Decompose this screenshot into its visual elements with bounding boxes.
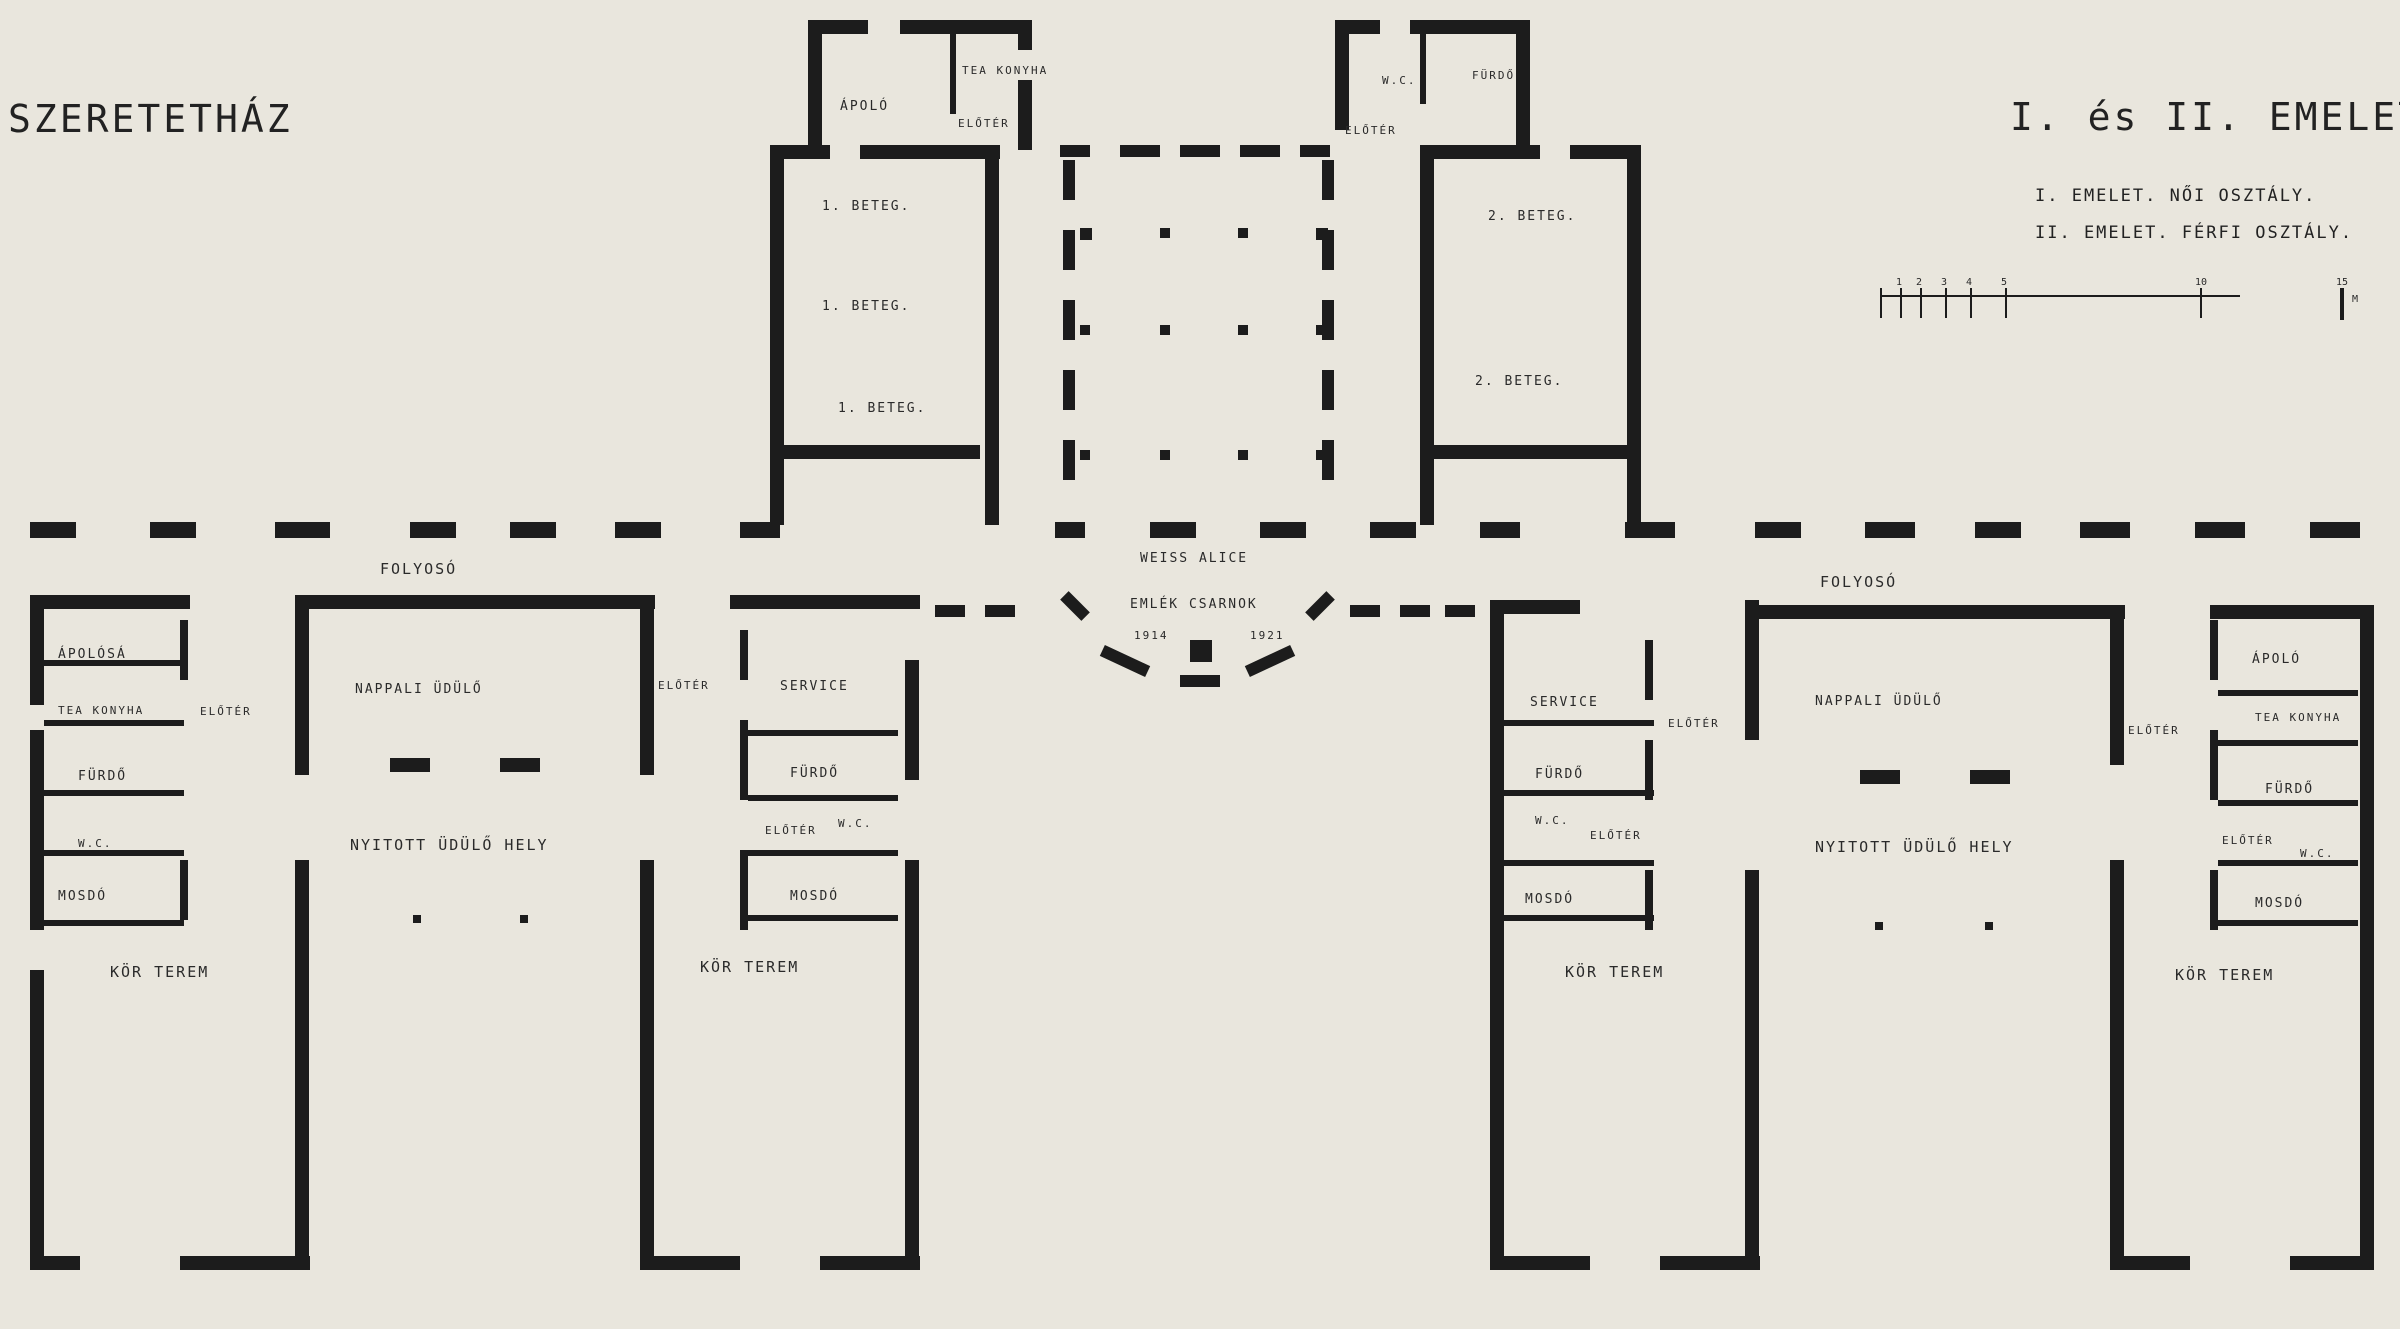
- plan-title-left: SZERETETHÁZ: [8, 97, 293, 141]
- room-label-ward-l3: 1. BETEG.: [838, 401, 927, 416]
- room-label-apolo-north: ÁPOLÓ: [840, 99, 890, 114]
- walls: [30, 20, 2374, 1270]
- columns: [413, 228, 1993, 930]
- room-label-nappali-lw: NAPPALI ÜDÜLŐ: [355, 682, 483, 697]
- room-label-eloter-rw: ELŐTÉR: [1668, 717, 1720, 730]
- room-label-wc-rw: W.C.: [1535, 814, 1570, 827]
- room-label-mosdo-lw-2: MOSDÓ: [790, 889, 840, 904]
- room-label-service-lw: SERVICE: [780, 679, 849, 694]
- room-label-kor-terem-rw-2: KÖR TEREM: [2175, 966, 2275, 984]
- corridor-label-right: FOLYOSÓ: [1820, 573, 1898, 591]
- scale-tick-5: 5: [2001, 277, 2008, 288]
- room-label-furdo-rw: FÜRDŐ: [1535, 767, 1585, 782]
- room-label-eloter-rw-4: ELŐTÉR: [2222, 834, 2274, 847]
- scale-bar: [1880, 288, 2344, 320]
- room-label-ward-r1: 2. BETEG.: [1488, 209, 1577, 224]
- floor-note-1: I. EMELET. NŐI OSZTÁLY.: [2035, 186, 2317, 206]
- room-label-mosdo-lw: MOSDÓ: [58, 889, 108, 904]
- room-label-furdo-rw-2: FÜRDŐ: [2265, 782, 2315, 797]
- hall-label-year-end: 1921: [1250, 629, 1285, 642]
- room-label-mosdo-rw-2: MOSDÓ: [2255, 896, 2305, 911]
- room-label-ward-l2: 1. BETEG.: [822, 299, 911, 314]
- room-label-eloter-lw-2: ELŐTÉR: [658, 679, 710, 692]
- room-label-wc-rw-2: W.C.: [2300, 847, 2335, 860]
- floor-note-2: II. EMELET. FÉRFI OSZTÁLY.: [2035, 223, 2354, 243]
- scale-tick-2: 2: [1916, 277, 1923, 288]
- room-label-furdo-lw: FÜRDŐ: [78, 769, 128, 784]
- scale-tick-10: 10: [2195, 277, 2208, 288]
- room-label-eloter-lw-3: ELŐTÉR: [765, 824, 817, 837]
- room-label-service-rw: SERVICE: [1530, 695, 1599, 710]
- room-label-kor-terem-lw-1: KÖR TEREM: [110, 963, 210, 981]
- corridor-label-left: FOLYOSÓ: [380, 560, 458, 578]
- room-label-eloter-north-2: ELŐTÉR: [1345, 124, 1397, 137]
- room-label-ward-r2: 2. BETEG.: [1475, 374, 1564, 389]
- room-label-furdo-lw-2: FÜRDŐ: [790, 766, 840, 781]
- room-label-wc-north: W.C.: [1382, 74, 1417, 87]
- room-label-eloter-rw-3: ELŐTÉR: [2128, 724, 2180, 737]
- room-label-nappali-rw: NAPPALI ÜDÜLŐ: [1815, 694, 1943, 709]
- hall-label-memorial: EMLÉK CSARNOK: [1130, 597, 1258, 612]
- room-label-tea-konyha-lw: TEA KONYHA: [58, 704, 145, 717]
- room-label-apolo-rw: ÁPOLÓ: [2252, 652, 2302, 667]
- room-label-furdo-north: FÜRDŐ: [1472, 69, 1516, 82]
- scale-tick-3: 3: [1941, 277, 1948, 288]
- scale-tick-1: 1: [1896, 277, 1903, 288]
- room-label-eloter-north: ELŐTÉR: [958, 117, 1010, 130]
- room-label-nyitott-lw: NYITOTT ÜDÜLŐ HELY: [350, 836, 549, 854]
- room-label-wc-lw-2: W.C.: [838, 817, 873, 830]
- scale-tick-4: 4: [1966, 277, 1973, 288]
- room-label-eloter-lw: ELŐTÉR: [200, 705, 252, 718]
- room-label-kor-terem-lw-2: KÖR TEREM: [700, 958, 800, 976]
- room-label-wc-lw: W.C.: [78, 837, 113, 850]
- room-label-kor-terem-rw-1: KÖR TEREM: [1565, 963, 1665, 981]
- hall-label-name: WEISS ALICE: [1140, 551, 1249, 566]
- plan-title-right: I. és II. EMELET.: [2010, 95, 2400, 139]
- room-label-eloter-rw-2: ELŐTÉR: [1590, 829, 1642, 842]
- room-label-nyitott-rw: NYITOTT ÜDÜLŐ HELY: [1815, 838, 2014, 856]
- scale-tick-end: 15: [2336, 277, 2349, 288]
- room-label-apolonok-lw: ÁPOLÓSÁ: [58, 647, 127, 662]
- hall-label-year-start: 1914: [1134, 629, 1169, 642]
- room-label-tea-konyha-north: TEA KONYHA: [962, 64, 1049, 77]
- room-label-mosdo-rw: MOSDÓ: [1525, 892, 1575, 907]
- scale-unit: M: [2352, 294, 2359, 305]
- room-label-ward-l1: 1. BETEG.: [822, 199, 911, 214]
- room-label-tea-konyha-rw: TEA KONYHA: [2255, 711, 2342, 724]
